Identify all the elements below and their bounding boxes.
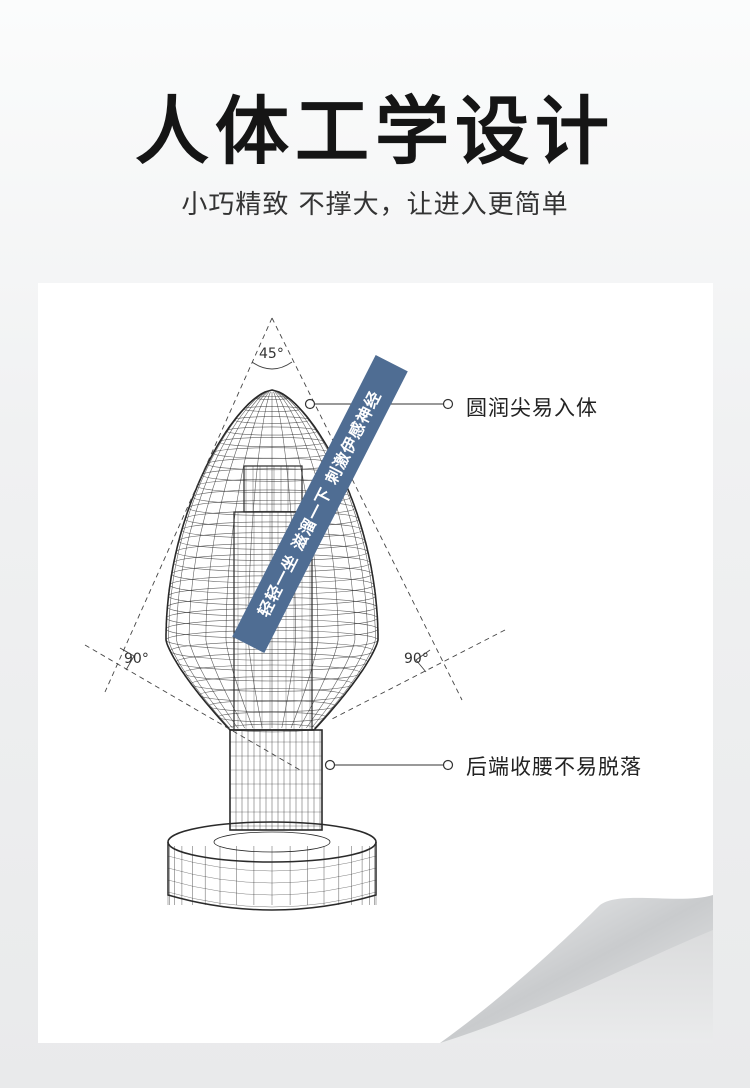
angle-label-right: 90° xyxy=(404,651,429,667)
bulb-meridian xyxy=(225,391,270,729)
angle-mark-left xyxy=(119,647,135,671)
angle-label-top: 45° xyxy=(259,346,284,362)
base-ring xyxy=(167,855,377,872)
angle-arc-top xyxy=(251,361,293,370)
bulb-meridian xyxy=(248,391,271,729)
bulb-meridian xyxy=(277,391,356,729)
callout-tip-dot xyxy=(304,398,316,410)
callout-base-dot xyxy=(324,759,336,771)
bulb-meridian xyxy=(278,391,376,729)
panel-sheet xyxy=(38,283,713,1043)
bulb-meridian xyxy=(168,391,266,729)
bulb-meridian xyxy=(205,391,268,729)
bulb-meridian xyxy=(278,391,368,729)
guide-right-perp xyxy=(329,629,506,721)
callout-tip-end xyxy=(442,398,454,410)
callout-tip: 圆润尖易入体 xyxy=(466,396,598,420)
neck-outline xyxy=(229,729,323,831)
base-outline xyxy=(167,842,377,911)
bulb-meridian xyxy=(274,391,319,729)
bulb-meridian xyxy=(165,391,266,729)
bulb-meridian xyxy=(176,391,266,729)
base-ring xyxy=(167,879,377,896)
callout-base: 后端收腰不易脱落 xyxy=(466,755,642,779)
page-curl-shadow xyxy=(440,905,713,1043)
bulb-meridian xyxy=(276,391,339,729)
page-curl xyxy=(440,895,713,1043)
base-ring xyxy=(167,891,377,908)
page-title: 人体工学设计 xyxy=(135,89,615,175)
angle-label-left: 90° xyxy=(124,651,149,667)
page-subtitle: 小巧精致 不撑大，让进入更简单 xyxy=(181,190,569,220)
guide-right xyxy=(271,317,463,701)
bulb-meridian xyxy=(188,391,267,729)
callout-base-end xyxy=(442,759,454,771)
core-top xyxy=(243,465,303,513)
base-ring xyxy=(167,867,377,884)
angle-mark-right xyxy=(415,649,431,673)
guide-left-perp xyxy=(84,644,301,771)
